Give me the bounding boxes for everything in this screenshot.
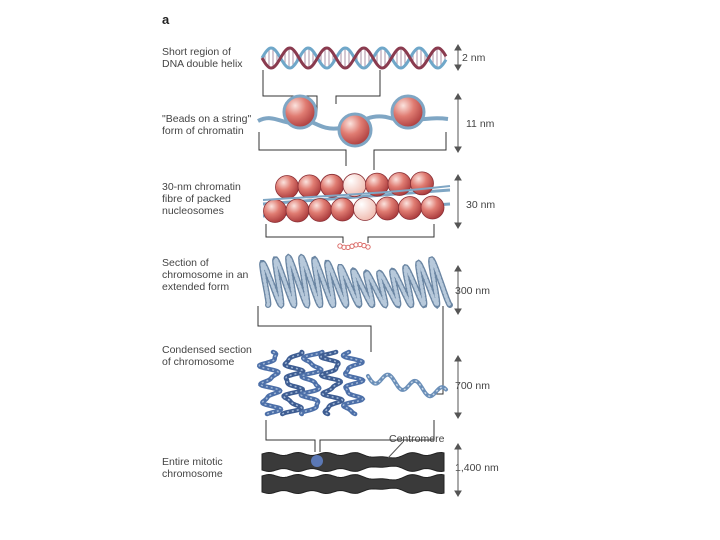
- nucleosome: [399, 197, 422, 220]
- scale-bar-11nm: [455, 94, 461, 152]
- nucleosome-bead: [392, 96, 424, 128]
- dna-double-helix: [262, 48, 446, 68]
- nucleosome: [331, 198, 354, 221]
- nucleosome: [276, 176, 299, 199]
- nucleosome: [309, 199, 332, 222]
- beads-on-string: [258, 96, 448, 146]
- nucleosome-bead: [284, 96, 316, 128]
- nucleosome: [376, 197, 399, 220]
- extended-chromosome: [262, 242, 450, 305]
- nucleosome: [298, 175, 321, 198]
- scale-bar-700nm: [455, 356, 461, 418]
- scale-bar-2nm: [455, 45, 461, 70]
- centromere-pointer: [388, 442, 403, 458]
- condensed-region-highlight: [311, 455, 323, 467]
- nucleosome: [264, 200, 287, 223]
- mitotic-chromosome: [262, 453, 444, 494]
- condensed-section: [259, 352, 446, 414]
- nucleosome: [421, 196, 444, 219]
- nucleosome: [354, 198, 377, 221]
- scale-bar-1400nm: [455, 444, 461, 496]
- scale-bars: [455, 45, 461, 496]
- nucleosome-bead: [339, 114, 371, 146]
- 30nm-fibre: [263, 172, 450, 223]
- nucleosome: [321, 174, 344, 197]
- nucleosome: [286, 199, 309, 222]
- chromatid: [262, 453, 444, 472]
- scale-bar-300nm: [455, 266, 461, 314]
- nucleosome: [411, 172, 434, 195]
- scale-bar-30nm: [455, 175, 461, 228]
- chromatid: [262, 475, 444, 494]
